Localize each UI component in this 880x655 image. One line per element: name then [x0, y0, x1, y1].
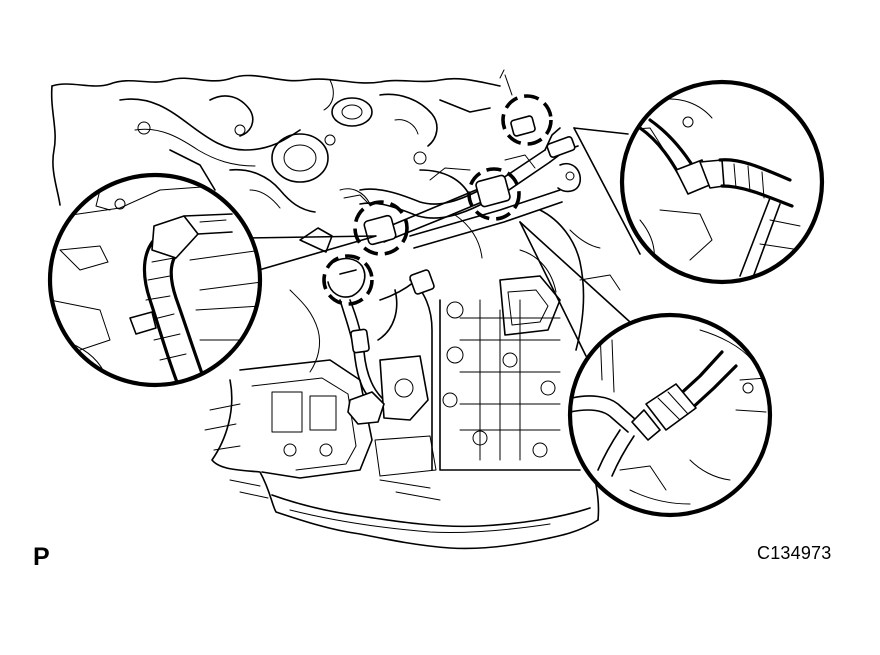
callout-pointers: [245, 127, 641, 357]
marker-connector: [322, 254, 374, 306]
callout-left-detail: [47, 172, 263, 388]
marker-left-union: [353, 200, 409, 256]
view-letter-label: P: [33, 543, 50, 571]
highlight-markers: [322, 94, 553, 306]
callout-bottom-detail: [567, 312, 773, 518]
marker-middle-union: [467, 167, 521, 221]
figure-code-label: C134973: [757, 543, 832, 563]
marker-upper-fitting: [501, 94, 553, 146]
transmission-housing: [50, 69, 621, 550]
callout-right-detail: [619, 79, 825, 285]
